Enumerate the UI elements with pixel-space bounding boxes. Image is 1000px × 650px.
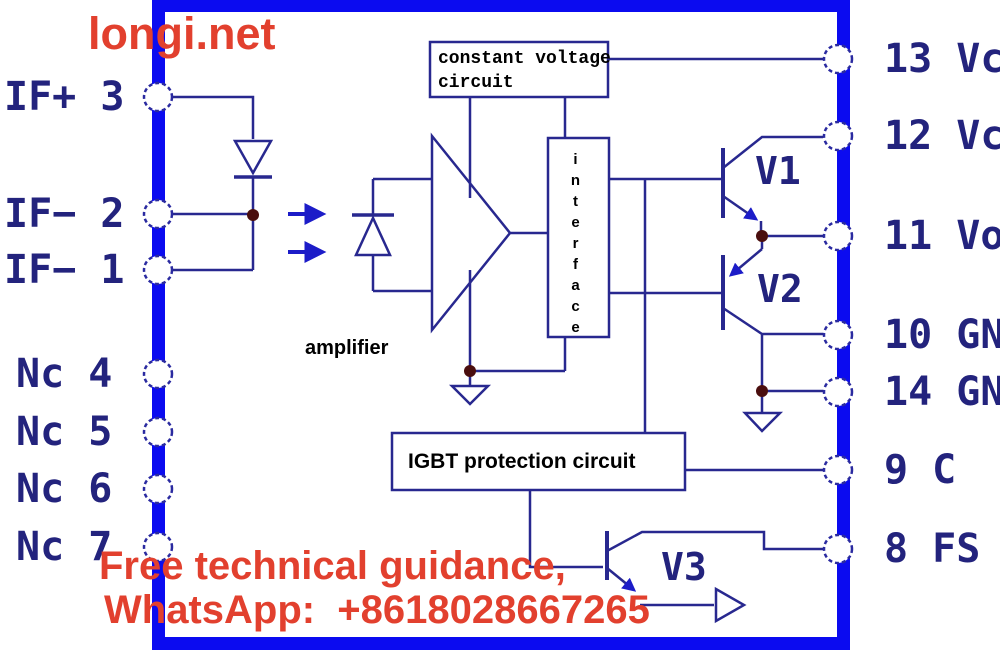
photodiode-symbol <box>352 177 432 293</box>
pin-circles <box>142 43 854 565</box>
light-emission-arrows <box>288 203 327 263</box>
igbt-protection-box <box>390 431 823 569</box>
pin-circle-13 <box>822 43 854 75</box>
interface-box <box>510 136 721 433</box>
pin-circle-1 <box>142 254 174 286</box>
pin-circle-6 <box>142 473 174 505</box>
pin-label-if-minus-1: IF− 1 <box>4 247 125 293</box>
watermark-site: longi.net <box>88 8 276 59</box>
pin-label-nc-5: Nc 5 <box>16 409 113 455</box>
pin-label-13-vc: 13 Vc <box>884 36 1000 82</box>
led-symbol <box>232 139 274 179</box>
pin-circle-10 <box>822 319 854 351</box>
pin-label-9-c: 9 C <box>884 447 957 493</box>
interface-label: interface <box>567 151 584 340</box>
pin-label-12-vc: 12 Vc <box>884 113 1000 159</box>
pin-circle-11 <box>822 220 854 252</box>
v3-label: V3 <box>661 545 707 589</box>
v3-transistor <box>605 530 823 624</box>
watermark-guidance-line2: WhatsApp: +8618028667265 <box>104 588 650 632</box>
igbt-protection-label: IGBT protection circuit <box>408 450 636 473</box>
pin-circle-5 <box>142 416 174 448</box>
pin-label-nc-6: Nc 6 <box>16 466 113 512</box>
pin-label-if-plus-3: IF+ 3 <box>4 74 125 120</box>
v1-transistor <box>721 135 823 238</box>
watermark-guidance-line1: Free technical guidance, <box>99 544 566 588</box>
pin-label-if-minus-2: IF− 2 <box>4 191 125 237</box>
input-led-circuit <box>169 95 255 272</box>
amplifier-label: amplifier <box>305 337 389 359</box>
v2-label: V2 <box>757 267 803 311</box>
pin-circle-12 <box>822 120 854 152</box>
constant-voltage-label: constant voltage circuit <box>438 49 611 93</box>
pin-circle-9 <box>822 454 854 486</box>
pin-label-8-fs: 8 FS <box>884 526 981 572</box>
v2-transistor <box>721 236 823 433</box>
pin-label-nc-7: Nc 7 <box>16 524 113 570</box>
pin-circle-4 <box>142 358 174 390</box>
pin-circle-2 <box>142 198 174 230</box>
pin-circle-3 <box>142 81 174 113</box>
v1-label: V1 <box>755 149 801 193</box>
pin-circle-7 <box>142 531 174 563</box>
constant-voltage-box <box>428 40 823 138</box>
pin-circle-14 <box>822 376 854 408</box>
amplifier-power-ground-wires <box>448 97 567 406</box>
pin-label-10-gn: 10 GN <box>884 312 1000 358</box>
pin-label-11-vo: 11 Vo <box>884 213 1000 259</box>
pin-label-nc-4: Nc 4 <box>16 351 113 397</box>
pin-circle-8 <box>822 533 854 565</box>
pin-label-14-gn: 14 GN <box>884 369 1000 415</box>
junction-dots <box>247 209 768 397</box>
